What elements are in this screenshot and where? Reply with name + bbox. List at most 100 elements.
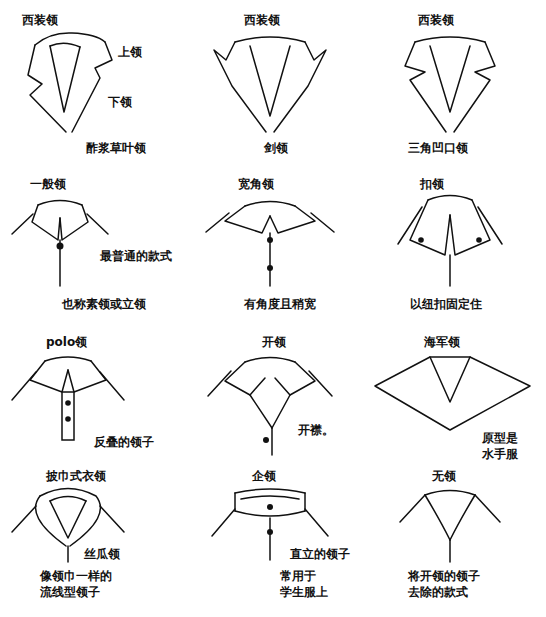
collar-label: 开领 — [262, 334, 286, 350]
collar-line — [214, 42, 266, 132]
collar-line — [274, 42, 326, 132]
collar-line — [32, 205, 60, 240]
collar-line — [235, 37, 305, 42]
collar-line — [235, 489, 305, 493]
collar-line — [410, 200, 450, 255]
collar-line — [100, 506, 124, 532]
collar-line — [62, 392, 74, 440]
collar-line — [454, 42, 495, 132]
collar-line — [12, 372, 36, 400]
collar-label: 丝瓜领 — [84, 546, 120, 562]
collar-line — [398, 207, 422, 244]
collar-line — [428, 196, 472, 201]
collar-line — [449, 255, 451, 286]
collar-label: 原型是 水手服 — [482, 430, 525, 462]
collar-line — [418, 237, 424, 243]
collar-line — [206, 213, 229, 232]
collar-line — [60, 205, 88, 240]
collar-line — [430, 46, 470, 112]
sailor-collar-drawing — [375, 357, 530, 430]
triangle-notch-lapel-drawing — [405, 37, 495, 132]
collar-line — [263, 437, 269, 443]
collar-line — [450, 495, 475, 540]
collar-label: 反叠的领子 — [94, 434, 154, 450]
collar-line — [267, 237, 273, 243]
collar-line — [267, 504, 273, 510]
collar-line — [28, 45, 66, 132]
collar-line — [475, 495, 500, 522]
collar-label: polo领 — [46, 334, 87, 350]
collar-line — [57, 243, 64, 250]
collar-line — [68, 361, 106, 392]
open-collar-drawing — [208, 358, 332, 456]
collar-line — [212, 509, 235, 536]
collar-line — [478, 207, 502, 244]
collar-label: 像领巾一样的 流线型领子 — [40, 568, 119, 600]
collar-label: 三角凹口领 — [408, 140, 468, 156]
collar-line — [269, 518, 271, 560]
peaked-lapel-drawing — [214, 37, 326, 132]
collar-label: 开襟。 — [298, 422, 334, 438]
collar-line — [271, 428, 273, 455]
collar-label: 有角度且稍宽 — [244, 296, 316, 312]
collar-line — [449, 540, 451, 562]
collar-label: 扣领 — [420, 176, 444, 192]
collar-label: 上领 — [118, 44, 142, 60]
collar-line — [38, 201, 82, 206]
collar-line — [87, 214, 108, 234]
collar-line — [225, 362, 265, 395]
shawl-collar-drawing — [12, 489, 124, 563]
collar-label: 以纽扣固定住 — [410, 296, 482, 312]
collar-label: 宽角领 — [238, 176, 274, 192]
collar-label: 也称素领或立领 — [62, 296, 146, 312]
collar-line — [241, 496, 299, 499]
collar-line — [208, 371, 231, 396]
collar-label: 直立的领子 — [290, 546, 350, 562]
collar-label: 西装领 — [418, 12, 454, 28]
collar-label: 最普通的款式 — [100, 248, 172, 264]
collar-label: 常用于 学生服上 — [280, 568, 335, 600]
collarless-drawing — [400, 491, 500, 563]
collar-label: 西装领 — [244, 12, 280, 28]
collar-label: 无领 — [432, 468, 456, 484]
collar-line — [311, 213, 334, 232]
collar-line — [267, 529, 273, 535]
spread-collar-drawing — [206, 202, 334, 287]
collar-line — [250, 46, 290, 116]
collar-label: 海军领 — [424, 334, 460, 350]
collar-line — [270, 206, 315, 233]
regular-collar-drawing — [12, 201, 108, 287]
collar-label: 将开领的领子 去除的款式 — [408, 568, 487, 600]
collar-line — [65, 400, 71, 406]
collar-line — [400, 495, 425, 522]
collar-line — [245, 202, 295, 207]
collar-line — [12, 214, 33, 234]
collar-line — [272, 395, 290, 428]
collar-line — [450, 200, 490, 255]
collar-line — [375, 357, 530, 430]
collar-line — [225, 206, 270, 233]
collar-line — [235, 511, 305, 516]
collar-line — [250, 395, 272, 428]
collar-label: 酢浆草叶领 — [86, 140, 146, 156]
collar-line — [67, 546, 69, 562]
collar-line — [50, 43, 80, 47]
collar-line — [40, 489, 100, 547]
collar-line — [245, 358, 295, 363]
collar-label: 剑领 — [264, 140, 288, 156]
collar-line — [476, 237, 482, 243]
notched-lapel-drawing — [28, 33, 112, 132]
collar-line — [100, 372, 124, 400]
collar-line — [425, 491, 475, 496]
collar-line — [267, 265, 273, 271]
collar-line — [65, 416, 71, 422]
collar-label: 一般领 — [30, 176, 66, 192]
collar-line — [45, 357, 91, 361]
collar-line — [50, 46, 80, 112]
collar-line — [425, 495, 450, 540]
collar-label: 披巾式衣领 — [46, 468, 106, 484]
collar-label: 西装领 — [22, 12, 58, 28]
collar-label: 下领 — [108, 94, 132, 110]
button-down-collar-drawing — [398, 196, 502, 287]
